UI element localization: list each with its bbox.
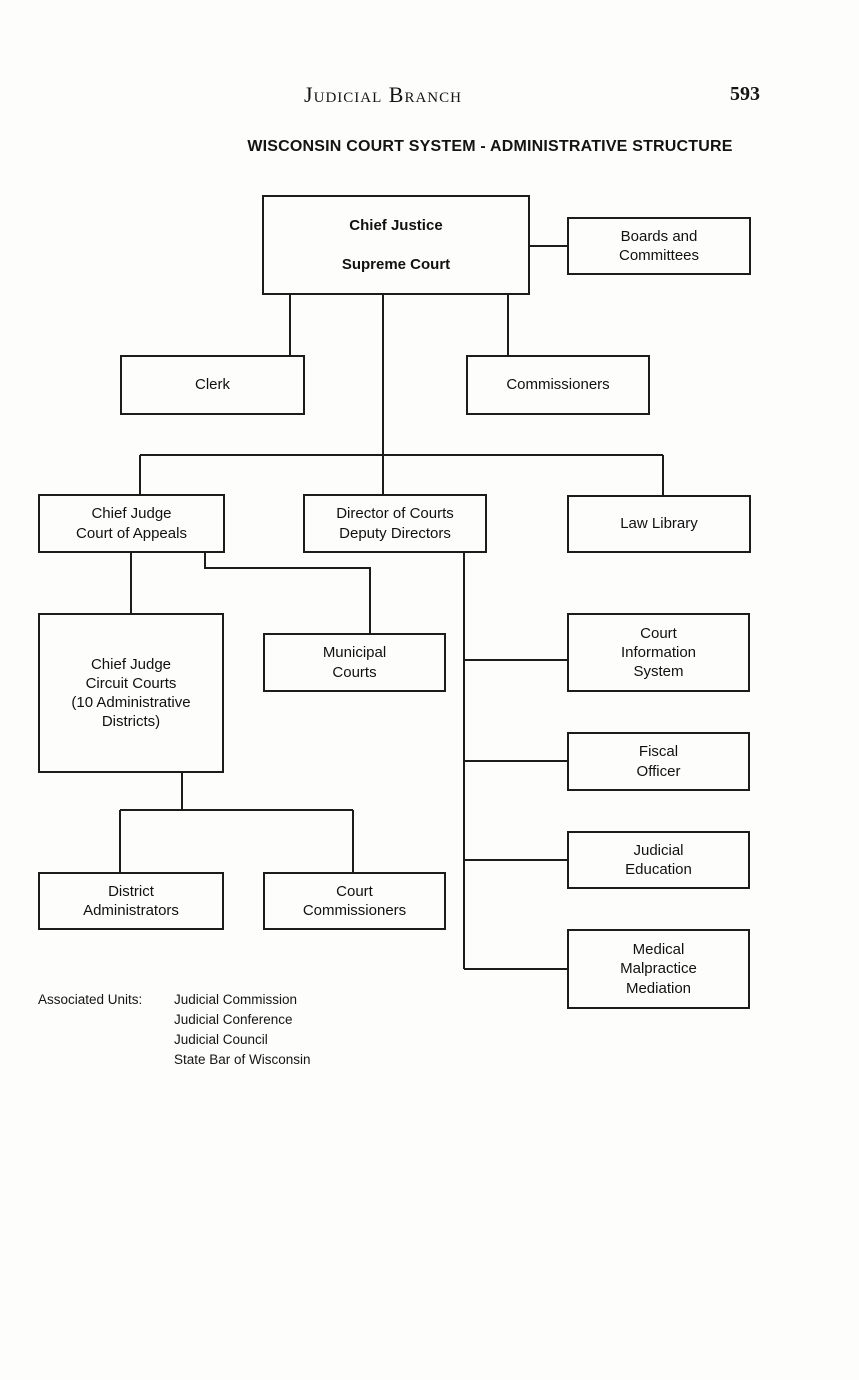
associated-units: Associated Units: Judicial Commission Ju… [38, 991, 311, 1068]
associated-units-list: Judicial Commission Judicial Conference … [174, 991, 311, 1068]
box-court-commissioners: Court Commissioners [263, 872, 446, 930]
box-judicial-education: Judicial Education [567, 831, 750, 889]
box-law-library: Law Library [567, 495, 751, 553]
box-chief-judge-circuit-courts: Chief Judge Circuit Courts (10 Administr… [38, 613, 224, 773]
chart-title: WISCONSIN COURT SYSTEM - ADMINISTRATIVE … [247, 138, 733, 155]
associated-units-item: Judicial Council [174, 1032, 268, 1047]
box-clerk: Clerk [120, 355, 305, 415]
box-medical-malpractice-mediation: Medical Malpractice Mediation [567, 929, 750, 1009]
page-header-title: Judicial Branch [304, 82, 462, 107]
page-number: 593 [730, 83, 760, 105]
box-chief-judge-court-of-appeals: Chief Judge Court of Appeals [38, 494, 225, 553]
box-chief-justice-supreme-court: Chief Justice Supreme Court [262, 195, 530, 295]
associated-units-item: State Bar of Wisconsin [174, 1052, 311, 1067]
box-court-information-system: Court Information System [567, 613, 750, 692]
box-fiscal-officer: Fiscal Officer [567, 732, 750, 791]
box-boards-and-committees: Boards and Committees [567, 217, 751, 275]
box-municipal-courts: Municipal Courts [263, 633, 446, 692]
box-director-of-courts: Director of Courts Deputy Directors [303, 494, 487, 553]
associated-units-item: Judicial Conference [174, 1012, 293, 1027]
box-commissioners: Commissioners [466, 355, 650, 415]
box-district-administrators: District Administrators [38, 872, 224, 930]
associated-units-label: Associated Units: [38, 992, 143, 1007]
associated-units-item: Judicial Commission [174, 992, 298, 1007]
